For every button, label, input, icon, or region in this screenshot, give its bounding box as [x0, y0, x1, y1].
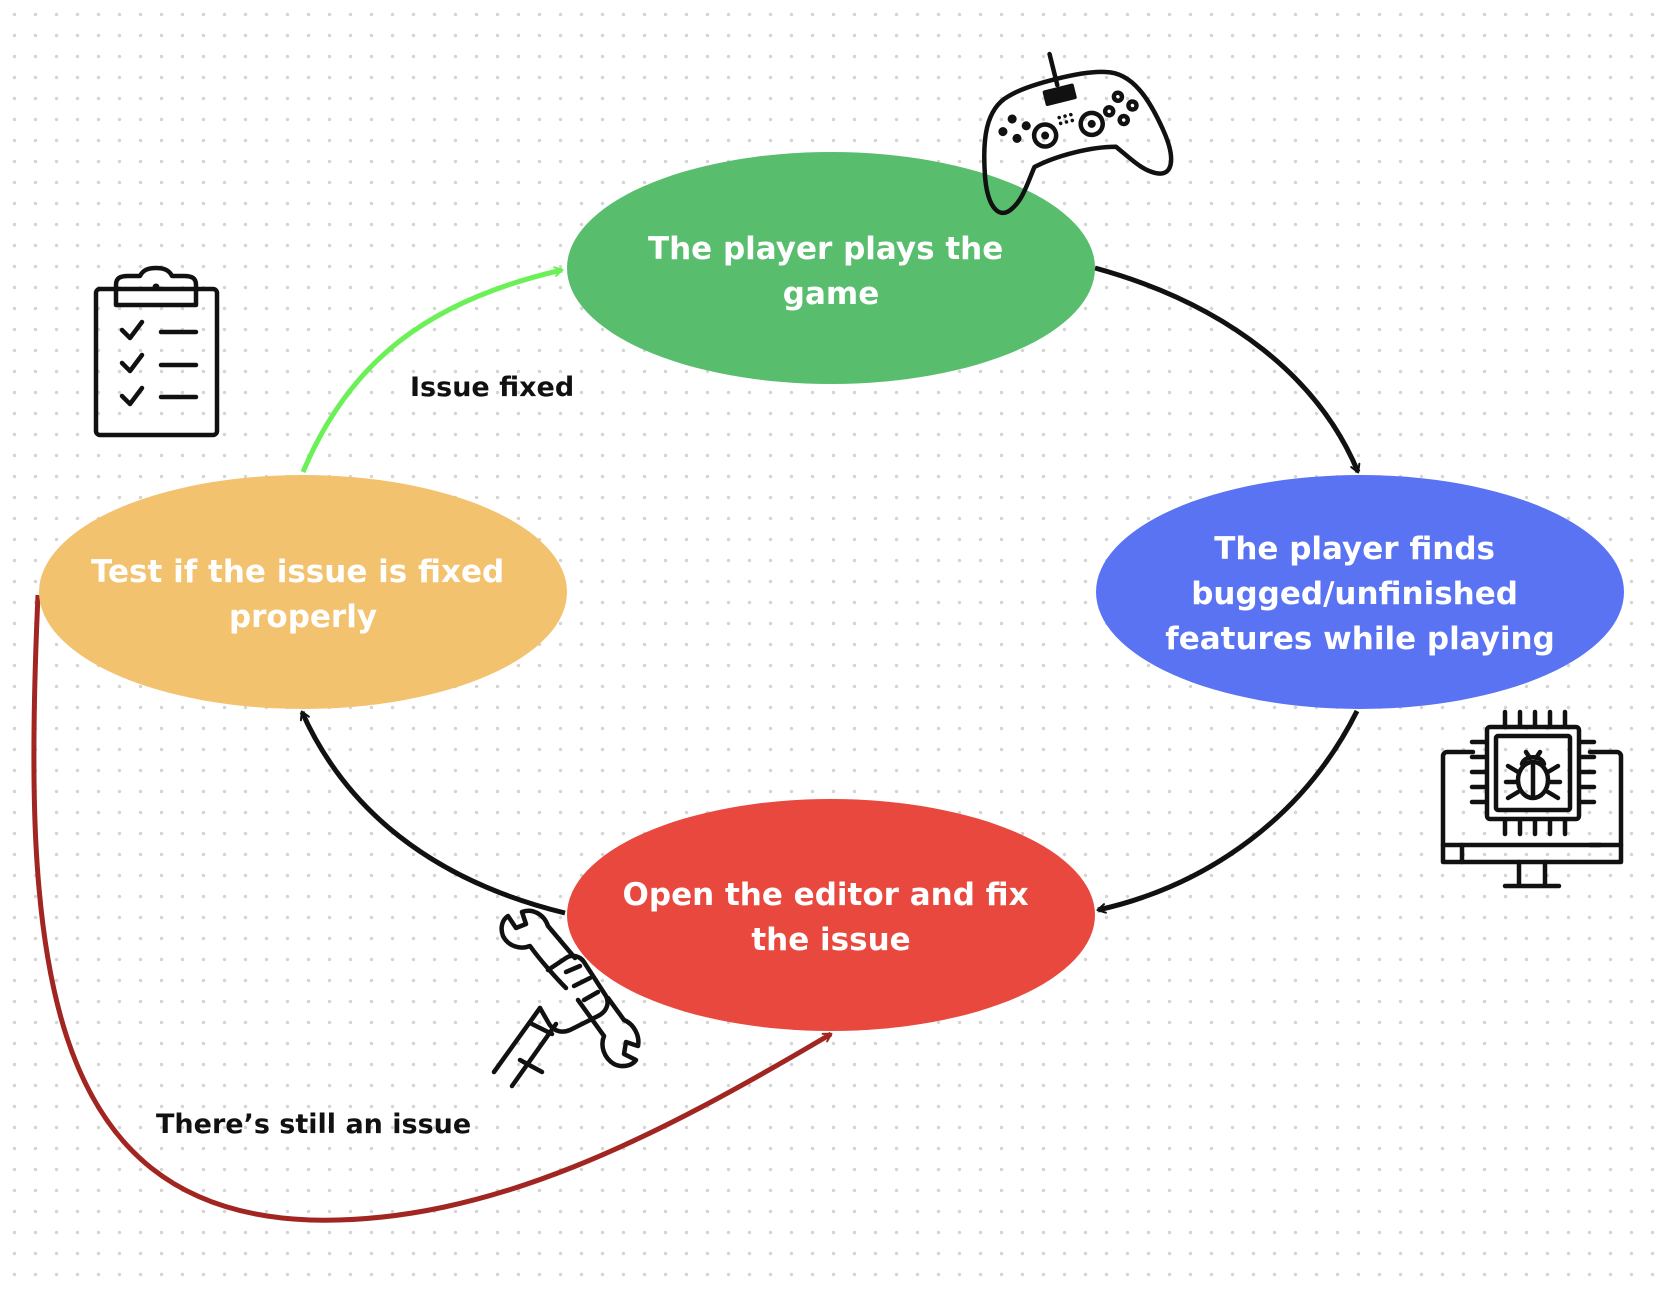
edge-label-still-issue: There’s still an issue [156, 1109, 471, 1140]
node-find-line-1: The player finds [1214, 531, 1495, 567]
node-test-line-2: properly [229, 599, 377, 635]
arrow-test-to-play [300, 266, 564, 473]
node-find-shape [1096, 475, 1624, 709]
node-play-line-2: game [783, 276, 879, 312]
svg-text:Open the editor and fix: Open the editor and fix the issue [623, 877, 1040, 958]
node-fix: Open the editor and fix the issue [567, 799, 1095, 1031]
arrow-find-to-fix [1096, 709, 1360, 914]
arrow-test-to-fix-retry [31, 594, 833, 1223]
node-fix-line-2: the issue [751, 922, 910, 958]
node-fix-shape [567, 799, 1095, 1031]
gamepad-icon [981, 51, 1174, 215]
node-test-line-1: Test if the issue is fixed [91, 554, 504, 590]
svg-text:The player plays the gam: The player plays the game [648, 231, 1014, 312]
node-find: The player finds bugged/unfinished featu… [1096, 475, 1624, 709]
node-test: Test if the issue is fixed properly [39, 475, 567, 709]
arrow-play-to-find [1094, 265, 1361, 474]
wrench-hand-icon [491, 908, 641, 1089]
node-play-shape [567, 152, 1095, 384]
svg-text:The player finds bugged/: The player finds bugged/unfinished featu… [1165, 531, 1555, 657]
node-play-line-1: The player plays the [648, 231, 1003, 267]
node-find-line-3: features while playing [1165, 621, 1555, 657]
node-test-shape [39, 475, 567, 709]
clipboard-checklist-icon [93, 265, 220, 438]
node-fix-line-1: Open the editor and fix [623, 877, 1029, 913]
node-find-line-2: bugged/unfinished [1191, 576, 1518, 612]
bug-monitor-icon [1440, 709, 1624, 889]
node-play: The player plays the game [567, 152, 1095, 384]
svg-text:Test if the issue is fixed: Test if the issue is fixed properly [91, 554, 515, 635]
edge-label-issue-fixed: Issue fixed [410, 372, 574, 403]
arrow-fix-to-test [299, 710, 566, 916]
